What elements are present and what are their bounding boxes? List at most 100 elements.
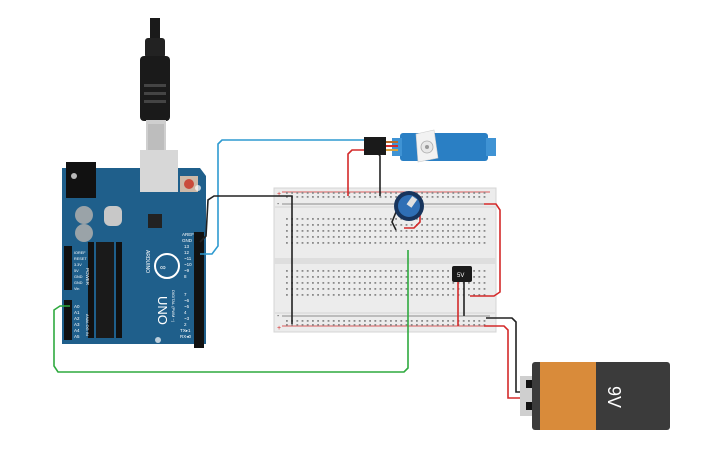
breadboard-hole: [442, 324, 444, 326]
voltage-regulator[interactable]: 5V: [452, 266, 472, 282]
breadboard-hole: [483, 282, 486, 284]
breadboard-hole: [364, 196, 366, 198]
breadboard-hole: [364, 242, 366, 244]
breadboard-hole: [343, 192, 345, 194]
breadboard-hole: [478, 230, 481, 232]
breadboard-hole: [405, 324, 408, 326]
svg-text:Vin: Vin: [74, 287, 79, 291]
breadboard-hole: [296, 236, 299, 238]
breadboard-hole: [390, 276, 392, 278]
breadboard-hole: [369, 324, 371, 326]
breadboard-hole: [473, 218, 475, 220]
breadboard-hole: [306, 324, 309, 326]
svg-text:A4: A4: [74, 328, 80, 333]
breadboard-hole: [478, 276, 481, 278]
breadboard-hole: [421, 196, 423, 198]
breadboard-hole: [327, 218, 330, 220]
breadboard-hole: [338, 282, 340, 284]
breadboard-hole: [384, 224, 387, 226]
breadboard-hole: [395, 270, 397, 272]
servo-connector: [364, 137, 386, 155]
svg-text:4: 4: [184, 310, 187, 315]
breadboard-hole: [312, 230, 314, 232]
breadboard-hole: [478, 270, 481, 272]
svg-text:~5: ~5: [184, 304, 190, 309]
breadboard-hole: [447, 224, 449, 226]
breadboard-hole: [390, 224, 392, 226]
breadboard-hole: [374, 242, 377, 244]
servo-motor[interactable]: [364, 129, 496, 163]
arduino-uno-board[interactable]: ∞ UNO ARDUINO AREF GND 13 12 ~11 ~10 ~9 …: [62, 150, 206, 348]
breadboard-hole: [358, 218, 361, 220]
breadboard-hole: [478, 288, 481, 290]
breadboard-hole: [348, 288, 351, 290]
breadboard-hole: [286, 224, 288, 226]
regulator-label: 5V: [457, 273, 464, 279]
breadboard-hole: [358, 294, 361, 296]
potentiometer[interactable]: [394, 191, 424, 221]
breadboard-hole: [343, 282, 345, 284]
breadboard-hole: [296, 294, 299, 296]
breadboard-hole: [332, 230, 335, 232]
breadboard-hole: [416, 192, 418, 194]
breadboard-hole: [390, 320, 392, 322]
breadboard-hole: [358, 196, 361, 198]
breadboard-hole: [468, 236, 470, 238]
breadboard-hole: [369, 282, 371, 284]
breadboard-hole: [436, 276, 439, 278]
breadboard-hole: [473, 192, 475, 194]
breadboard-hole: [306, 224, 309, 226]
breadboard-hole: [306, 276, 309, 278]
breadboard-hole: [296, 242, 299, 244]
breadboard-hole: [483, 276, 486, 278]
breadboard-hole: [369, 288, 371, 290]
breadboard-hole: [296, 224, 299, 226]
breadboard-hole: [473, 324, 475, 326]
breadboard-hole: [348, 242, 351, 244]
breadboard-hole: [364, 230, 366, 232]
breadboard-hole: [369, 192, 371, 194]
breadboard-hole: [301, 218, 304, 220]
breadboard-hole: [410, 282, 413, 284]
breadboard-hole: [405, 288, 408, 290]
breadboard-hole: [317, 288, 319, 290]
battery-9v[interactable]: 9V: [520, 362, 670, 430]
breadboard-hole: [364, 192, 366, 194]
breadboard-hole: [442, 276, 444, 278]
breadboard-hole: [322, 230, 325, 232]
breadboard-hole: [369, 320, 371, 322]
breadboard-hole: [301, 276, 304, 278]
breadboard-hole: [317, 196, 319, 198]
breadboard-hole: [301, 288, 304, 290]
wires: [53, 139, 526, 399]
svg-text:GND: GND: [74, 275, 83, 279]
breadboard-hole: [442, 242, 444, 244]
breadboard-hole: [306, 288, 309, 290]
breadboard-hole: [322, 242, 325, 244]
breadboard[interactable]: + + - -: [273, 187, 497, 333]
breadboard-hole: [343, 270, 345, 272]
breadboard-hole: [306, 294, 309, 296]
svg-text:12: 12: [184, 250, 190, 255]
breadboard-hole: [353, 242, 356, 244]
breadboard-hole: [390, 270, 392, 272]
breadboard-hole: [431, 192, 434, 194]
breadboard-hole: [369, 196, 371, 198]
breadboard-hole: [390, 294, 392, 296]
breadboard-hole: [312, 242, 314, 244]
breadboard-hole: [384, 288, 387, 290]
breadboard-hole: [379, 294, 382, 296]
breadboard-hole: [436, 324, 439, 326]
breadboard-hole: [447, 230, 449, 232]
breadboard-hole: [421, 282, 423, 284]
breadboard-hole: [364, 288, 366, 290]
breadboard-hole: [400, 230, 403, 232]
plus-rail-label: +: [277, 325, 281, 332]
battery-negative-wire: [486, 317, 526, 393]
breadboard-hole: [291, 192, 293, 194]
power-label: POWER: [85, 268, 90, 286]
breadboard-hole: [301, 294, 304, 296]
svg-text:A2: A2: [74, 316, 80, 321]
breadboard-hole: [447, 192, 449, 194]
